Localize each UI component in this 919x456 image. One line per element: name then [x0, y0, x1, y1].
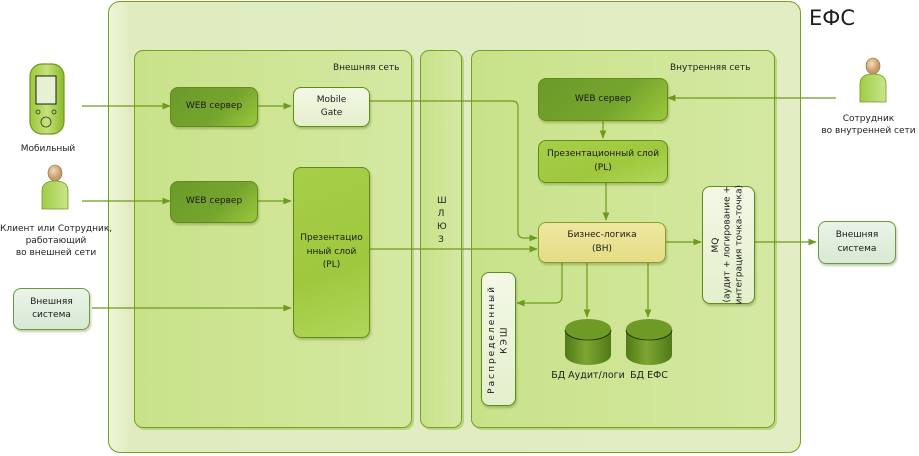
business-logic[interactable]: Бизнес-логика (BH) — [538, 222, 666, 263]
mq-line1: MQ — [710, 237, 721, 253]
external-system-right-line1: Внешняя — [835, 230, 879, 240]
external-system-right[interactable]: Внешняя система — [818, 221, 896, 264]
presentation-layer-internal[interactable]: Презентационный слой (PL) — [538, 140, 668, 183]
mq-line3: интеграция точка-точка) — [734, 185, 745, 305]
gateway-zone — [420, 50, 462, 428]
external-system-left-line1: Внешняя — [30, 296, 73, 307]
presentation-int-line1: Презентационный слой — [546, 149, 660, 159]
external-system-left-label: Внешняя система — [30, 296, 73, 323]
employee-label-line2: во внутренней сети — [821, 126, 916, 137]
internal-network-label: Внутренняя сеть — [670, 63, 751, 73]
edge-bl-cache — [516, 263, 563, 307]
distributed-cache[interactable]: Распределенный КЭШ — [481, 272, 516, 406]
presentation-ext-line1: Презентацио — [300, 233, 363, 244]
mobile-gate[interactable]: Mobile Gate — [293, 87, 370, 127]
employee-label-line1: Сотрудник — [842, 114, 895, 124]
message-queue[interactable]: MQ (аудит + логирование + интеграция точ… — [702, 185, 755, 305]
db-audit-label: БД Аудит/логи — [551, 370, 625, 381]
cache-line2: КЭШ — [499, 324, 510, 354]
web-server-internal[interactable]: WEB сервер — [538, 78, 668, 121]
external-system-right-label: Внешняя система — [836, 229, 879, 256]
cache-line1: Распределенный — [486, 284, 497, 394]
web-server-external-2[interactable]: WEB сервер — [170, 181, 258, 223]
business-logic-label: Бизнес-логика (BH) — [567, 229, 636, 256]
mobile-gate-line2: Gate — [320, 108, 343, 118]
presentation-int-line2: (PL) — [594, 162, 612, 173]
client-label-line2: работающий — [25, 236, 87, 247]
web-server-external-1-label: WEB сервер — [185, 101, 243, 112]
mobile-gate-label: Mobile Gate — [317, 94, 347, 121]
web-server-external-2-label: WEB сервер — [185, 196, 243, 207]
client-user-icon — [41, 164, 69, 210]
web-server-external-1[interactable]: WEB сервер — [170, 87, 258, 127]
presentation-layer-external[interactable]: Презентацио нный слой (PL) — [293, 167, 370, 338]
presentation-layer-internal-label: Презентационный слой (PL) — [547, 148, 659, 175]
mobile-gate-line1: Mobile — [316, 94, 347, 105]
gateway-label-text: Ш Л Ю З — [437, 196, 447, 246]
employee-user-icon — [859, 57, 887, 103]
presentation-ext-line3: (PL) — [322, 260, 341, 271]
external-system-left[interactable]: Внешняя система — [13, 288, 90, 330]
mobile-device-icon — [29, 63, 65, 135]
efs-title: ЕФС — [808, 6, 855, 30]
business-logic-line1: Бизнес-логика — [567, 230, 637, 240]
presentation-ext-line2: нный слой — [306, 246, 357, 257]
edge-gate-bl — [370, 100, 538, 242]
external-network-label: Внешняя сеть — [333, 63, 400, 73]
employee-label: Сотрудник во внутренней сети — [818, 113, 919, 137]
db-efs-label: БД ЕФС — [630, 370, 668, 381]
gateway-label: Ш Л Ю З — [435, 195, 447, 247]
db-efs-icon[interactable] — [625, 317, 673, 367]
distributed-cache-label: Распределенный КЭШ — [486, 285, 511, 394]
mq-line2: (аудит + логирование + — [722, 186, 733, 304]
client-label: Клиент или Сотрудник, работающий во внеш… — [0, 223, 112, 259]
presentation-layer-external-label: Презентацио нный слой (PL) — [300, 232, 362, 273]
business-logic-line2: (BH) — [592, 243, 612, 254]
db-audit-icon[interactable] — [564, 317, 612, 367]
mobile-label: Мобильный — [20, 144, 76, 154]
external-system-left-line2: система — [32, 310, 71, 320]
external-system-right-line2: система — [837, 243, 877, 254]
client-label-line3: во внешней сети — [15, 248, 97, 259]
web-server-internal-label: WEB сервер — [574, 93, 632, 104]
client-label-line1: Клиент или Сотрудник, — [0, 224, 113, 234]
message-queue-label: MQ (аудит + логирование + интеграция точ… — [711, 185, 746, 305]
